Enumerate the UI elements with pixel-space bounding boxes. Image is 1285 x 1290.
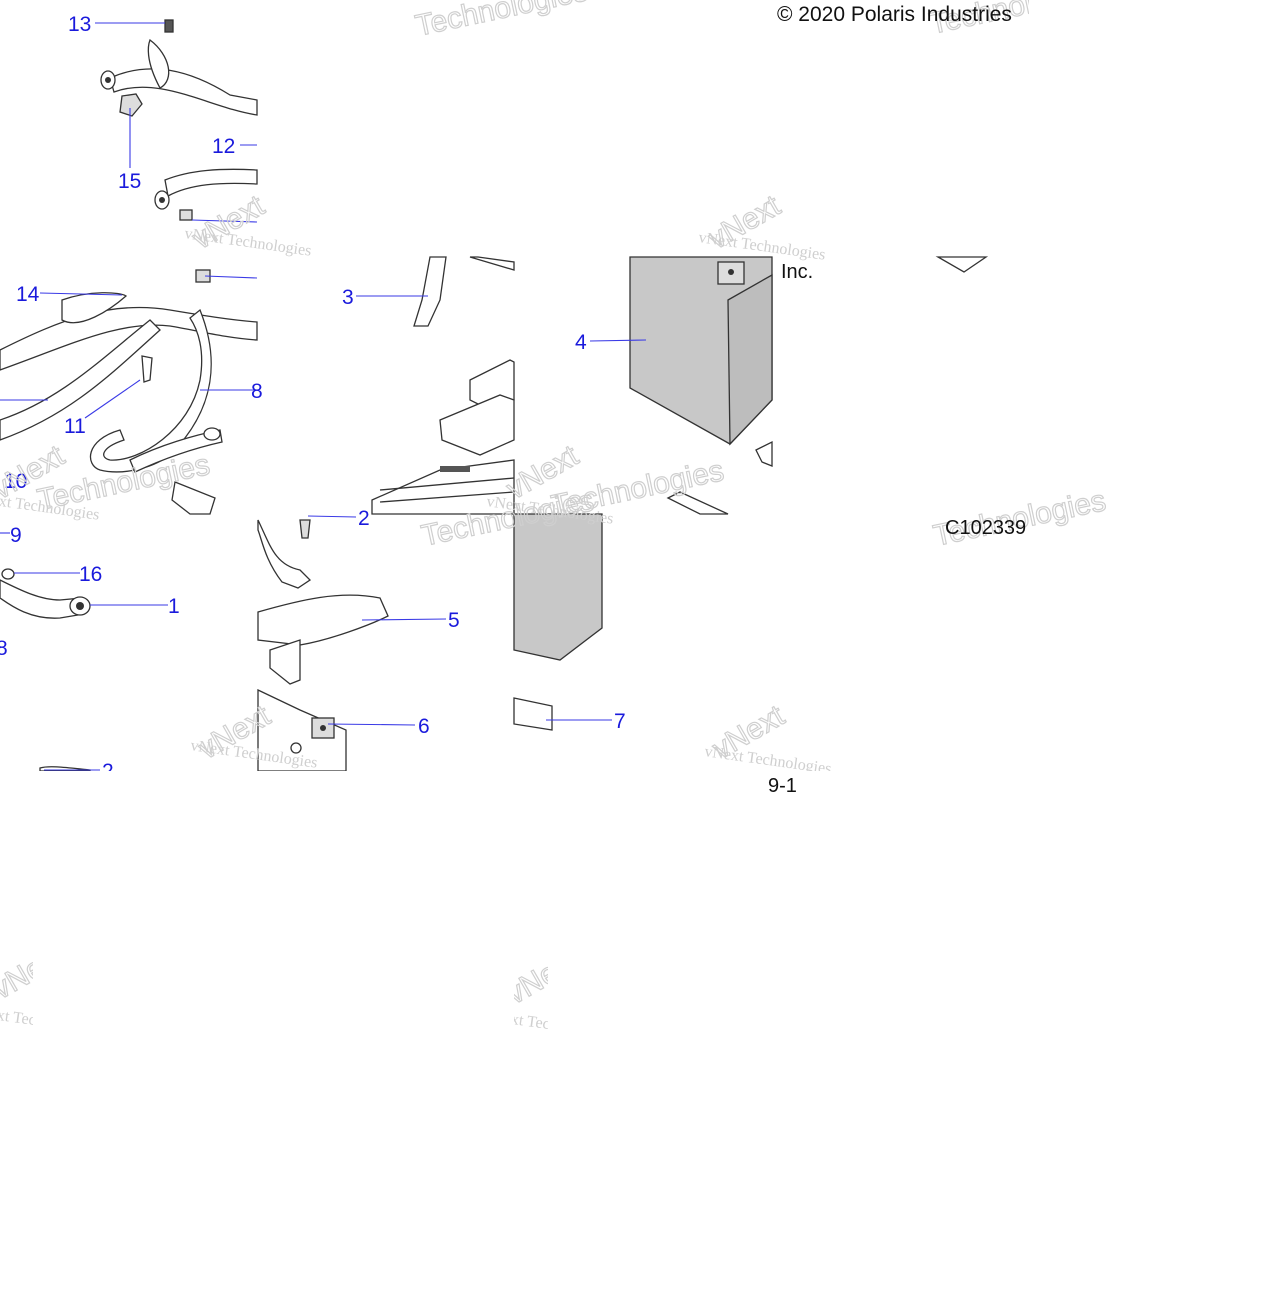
callout-8-lower: 8 — [0, 637, 8, 660]
callout-3: 3 — [342, 286, 354, 309]
cable-assembly-main — [0, 269, 258, 515]
cable-terminal-lower — [0, 568, 91, 772]
callout-11: 11 — [64, 415, 86, 438]
callout-14: 14 — [16, 283, 40, 306]
callouts: 13 12 15 14 3 4 8 11 10 9 2 16 1 5 8 7 6… — [0, 13, 626, 783]
callout-13: 13 — [68, 13, 91, 36]
callout-7: 7 — [614, 710, 626, 733]
page-reference: 9-1 — [768, 775, 797, 797]
leader-lines — [0, 22, 647, 771]
callout-6: 6 — [418, 715, 430, 738]
callout-2-upper: 2 — [358, 507, 370, 530]
callout-8-upper: 8 — [251, 380, 263, 403]
callout-1: 1 — [168, 595, 180, 618]
callout-9: 9 — [10, 524, 22, 547]
figure-code: C102339 — [945, 517, 1027, 539]
callout-5: 5 — [448, 609, 460, 632]
callout-12: 12 — [212, 135, 235, 158]
battery — [513, 256, 773, 731]
copyright-text: © 2020 Polaris Industries — [777, 3, 1012, 26]
callout-4: 4 — [575, 331, 587, 354]
callout-10: 10 — [4, 470, 27, 493]
copyright-continued: Inc. — [781, 261, 814, 283]
callout-16: 16 — [79, 563, 102, 586]
cable-assembly-top — [100, 19, 258, 221]
hold-down-bracket — [257, 256, 515, 772]
callout-15: 15 — [118, 170, 141, 193]
svg-text:Technologies: Technologies — [413, 0, 591, 43]
battery-pad-fragment — [935, 256, 989, 273]
